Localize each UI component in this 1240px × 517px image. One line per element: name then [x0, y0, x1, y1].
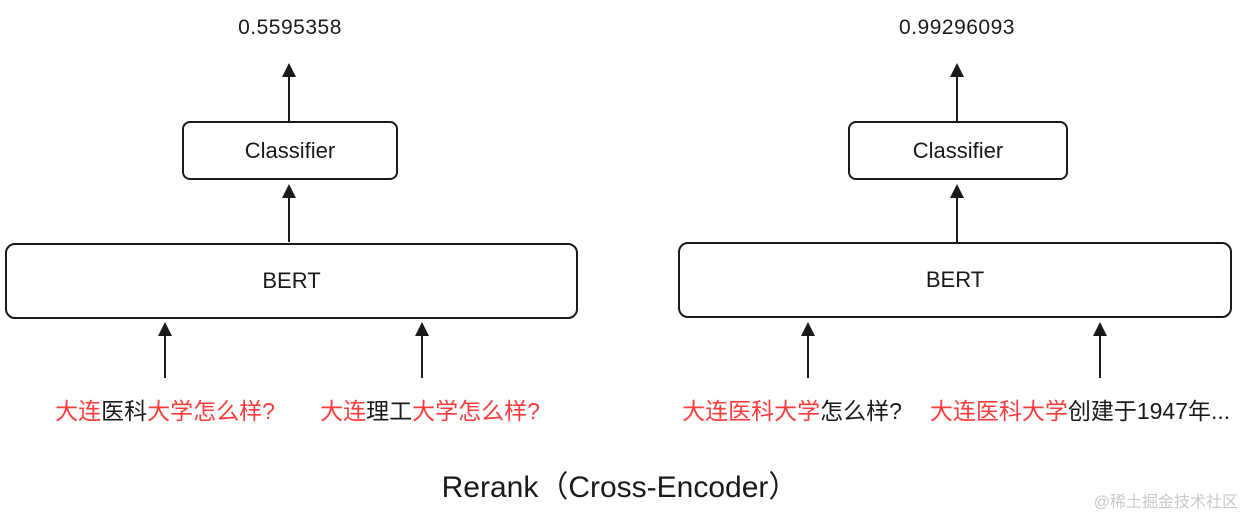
left-classifier-label: Classifier [244, 137, 336, 163]
right-bert-label: BERT [925, 267, 985, 292]
arrow-shaft [288, 77, 290, 121]
input-segment: 大连 [55, 398, 102, 424]
input-segment: 大学怎么样? [412, 398, 540, 424]
right-classifier-box: Classifier [848, 121, 1068, 180]
right-input2-text: 大连医科大学创建于1947年... [915, 392, 1240, 426]
diagram-title: Rerank（Cross-Encoder） [441, 471, 799, 504]
left-input2-arrow-icon [414, 322, 430, 378]
left-bert-to-classifier-arrow-icon [281, 184, 297, 242]
right-input1-text: 大连医科大学怎么样? [657, 392, 927, 426]
left-score-value: 0.5595358 [238, 16, 342, 39]
input-segment: 大连医科大学 [929, 398, 1068, 424]
input-segment: 大连医科大学 [682, 398, 821, 424]
arrow-shaft [1099, 336, 1101, 378]
left-input1-text: 大连医科大学怎么样? [30, 392, 300, 426]
right-classifier-to-score-arrow-icon [949, 63, 965, 121]
arrow-shaft [807, 336, 809, 378]
arrowhead-icon [415, 322, 429, 336]
right-classifier-label: Classifier [912, 137, 1004, 163]
right-score-value: 0.99296093 [899, 16, 1015, 39]
input-segment: 理工 [366, 398, 413, 424]
right-bert-box: BERT [678, 242, 1232, 318]
arrowhead-icon [950, 184, 964, 198]
arrow-shaft [421, 336, 423, 378]
left-classifier-to-score-arrow-icon [281, 63, 297, 121]
arrowhead-icon [282, 63, 296, 77]
left-input2-text: 大连理工大学怎么样? [295, 392, 565, 426]
input-segment: 大学怎么样? [147, 398, 275, 424]
left-input1-arrow-icon [157, 322, 173, 378]
input-segment: 怎么样? [820, 398, 902, 424]
arrowhead-icon [801, 322, 815, 336]
arrowhead-icon [158, 322, 172, 336]
arrow-shaft [956, 77, 958, 121]
arrow-shaft [288, 198, 290, 242]
right-input2-arrow-icon [1092, 322, 1108, 378]
left-classifier-box: Classifier [182, 121, 398, 180]
right-input1-arrow-icon [800, 322, 816, 378]
left-bert-box: BERT [5, 243, 578, 319]
arrow-shaft [164, 336, 166, 378]
arrowhead-icon [950, 63, 964, 77]
input-segment: 大连 [320, 398, 367, 424]
input-segment: 医科 [101, 398, 148, 424]
arrowhead-icon [282, 184, 296, 198]
arrowhead-icon [1093, 322, 1107, 336]
left-bert-label: BERT [262, 268, 321, 293]
arrow-shaft [956, 198, 958, 242]
input-segment: 创建于1947年... [1067, 398, 1231, 424]
watermark-text: @稀土掘金技术社区 [1093, 494, 1238, 511]
right-bert-to-classifier-arrow-icon [949, 184, 965, 242]
